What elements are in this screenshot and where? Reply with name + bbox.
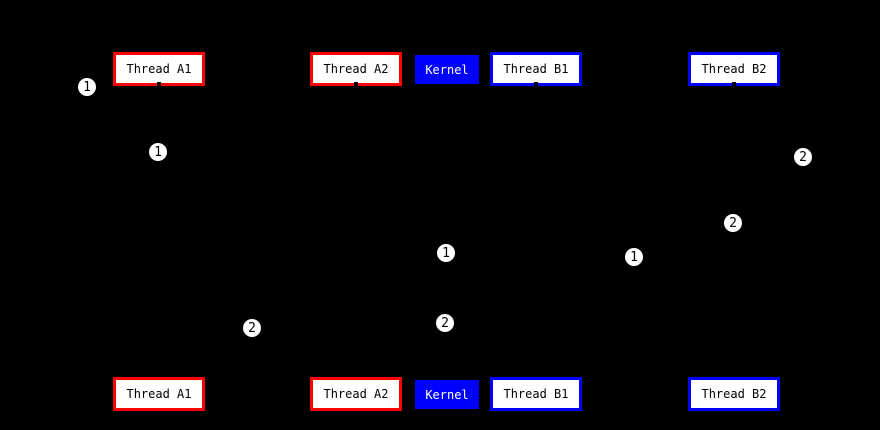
sequence-marker-2a: 2 [794, 148, 812, 166]
marker-label: 2 [248, 320, 256, 336]
participant-label: Kernel [425, 387, 469, 402]
marker-label: 1 [83, 79, 91, 95]
sequence-marker-1a: 1 [78, 78, 96, 96]
participant-label: Thread B2 [701, 62, 767, 76]
participant-label: Thread B1 [503, 387, 569, 401]
participant-thread-a1-bottom: Thread A1 [113, 377, 205, 411]
participant-thread-b1-top: Thread B1 [490, 52, 582, 86]
sequence-marker-1c: 1 [437, 244, 455, 262]
participant-label: Kernel [425, 62, 469, 77]
participant-thread-b2-bottom: Thread B2 [688, 377, 780, 411]
participant-label: Thread A2 [323, 387, 389, 401]
marker-label: 1 [442, 245, 450, 261]
participant-thread-b2-top: Thread B2 [688, 52, 780, 86]
lifeline-notch [732, 82, 736, 89]
participant-kernel-bottom: Kernel [415, 380, 479, 409]
sequence-marker-2b: 2 [724, 214, 742, 232]
participant-thread-a1-top: Thread A1 [113, 52, 205, 86]
sequence-marker-2c: 2 [436, 314, 454, 332]
sequence-marker-1b: 1 [149, 143, 167, 161]
marker-label: 1 [154, 144, 162, 160]
participant-label: Thread A1 [126, 387, 192, 401]
lifeline-notch [157, 82, 161, 89]
participant-label: Thread A1 [126, 62, 192, 76]
participant-kernel-top: Kernel [415, 55, 479, 84]
marker-label: 2 [729, 215, 737, 231]
marker-label: 2 [441, 315, 449, 331]
sequence-marker-2d: 2 [243, 319, 261, 337]
marker-label: 2 [799, 149, 807, 165]
lifeline-notch [354, 82, 358, 89]
participant-thread-b1-bottom: Thread B1 [490, 377, 582, 411]
participant-label: Thread A2 [323, 62, 389, 76]
participant-thread-a2-top: Thread A2 [310, 52, 402, 86]
sequence-marker-1d: 1 [625, 248, 643, 266]
participant-label: Thread B2 [701, 387, 767, 401]
participant-label: Thread B1 [503, 62, 569, 76]
lifeline-notch [534, 82, 538, 89]
participant-thread-a2-bottom: Thread A2 [310, 377, 402, 411]
marker-label: 1 [630, 249, 638, 265]
